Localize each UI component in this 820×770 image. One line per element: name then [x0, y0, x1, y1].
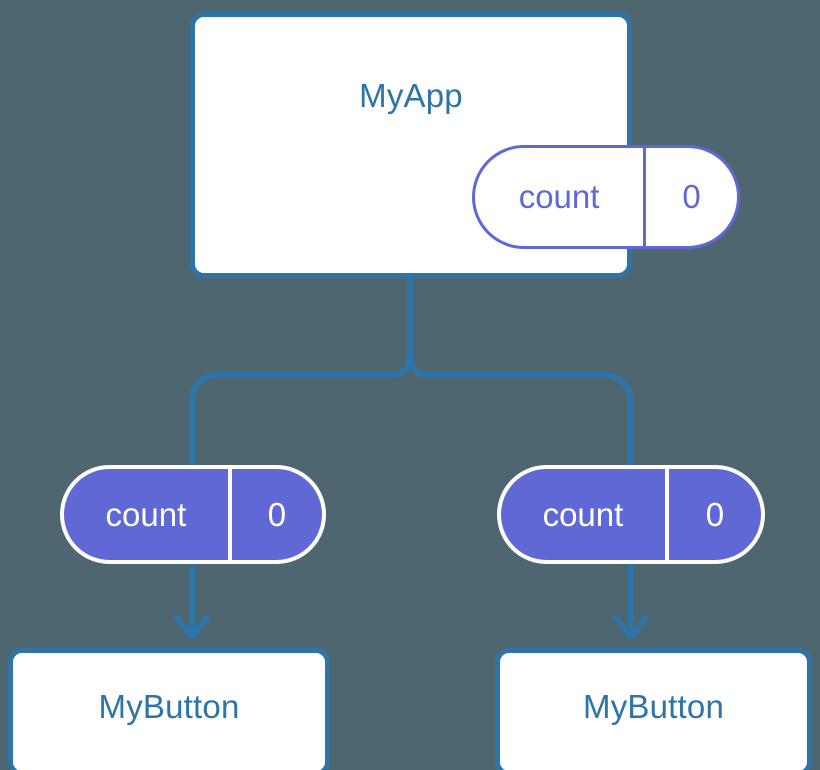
connector-branch-left — [189, 347, 413, 470]
component-title-mybutton: MyButton — [98, 688, 240, 725]
prop-pill-value: 0 — [705, 495, 725, 533]
arrow-head-down-right-icon — [613, 615, 649, 640]
arrow-head-down-left-icon — [174, 615, 210, 640]
prop-pill-value: 0 — [267, 495, 287, 533]
prop-pill-key: count — [64, 469, 232, 560]
prop-pill-left-count[interactable]: count 0 — [60, 465, 326, 564]
prop-pill-key: count — [501, 469, 669, 560]
component-box-mybutton-left[interactable]: MyButton — [8, 648, 330, 770]
state-pill-key: count — [475, 148, 647, 246]
state-pill-myapp-count[interactable]: count 0 — [472, 145, 740, 249]
component-title-mybutton: MyButton — [583, 688, 724, 725]
state-pill-value: 0 — [682, 178, 701, 215]
prop-pill-right-count[interactable]: count 0 — [497, 465, 765, 564]
connector-branch-right — [407, 347, 633, 470]
component-box-mybutton-right[interactable]: MyButton — [495, 648, 812, 770]
component-title-myapp: MyApp — [359, 77, 463, 114]
component-box-myapp[interactable]: MyApp count 0 — [190, 12, 740, 278]
